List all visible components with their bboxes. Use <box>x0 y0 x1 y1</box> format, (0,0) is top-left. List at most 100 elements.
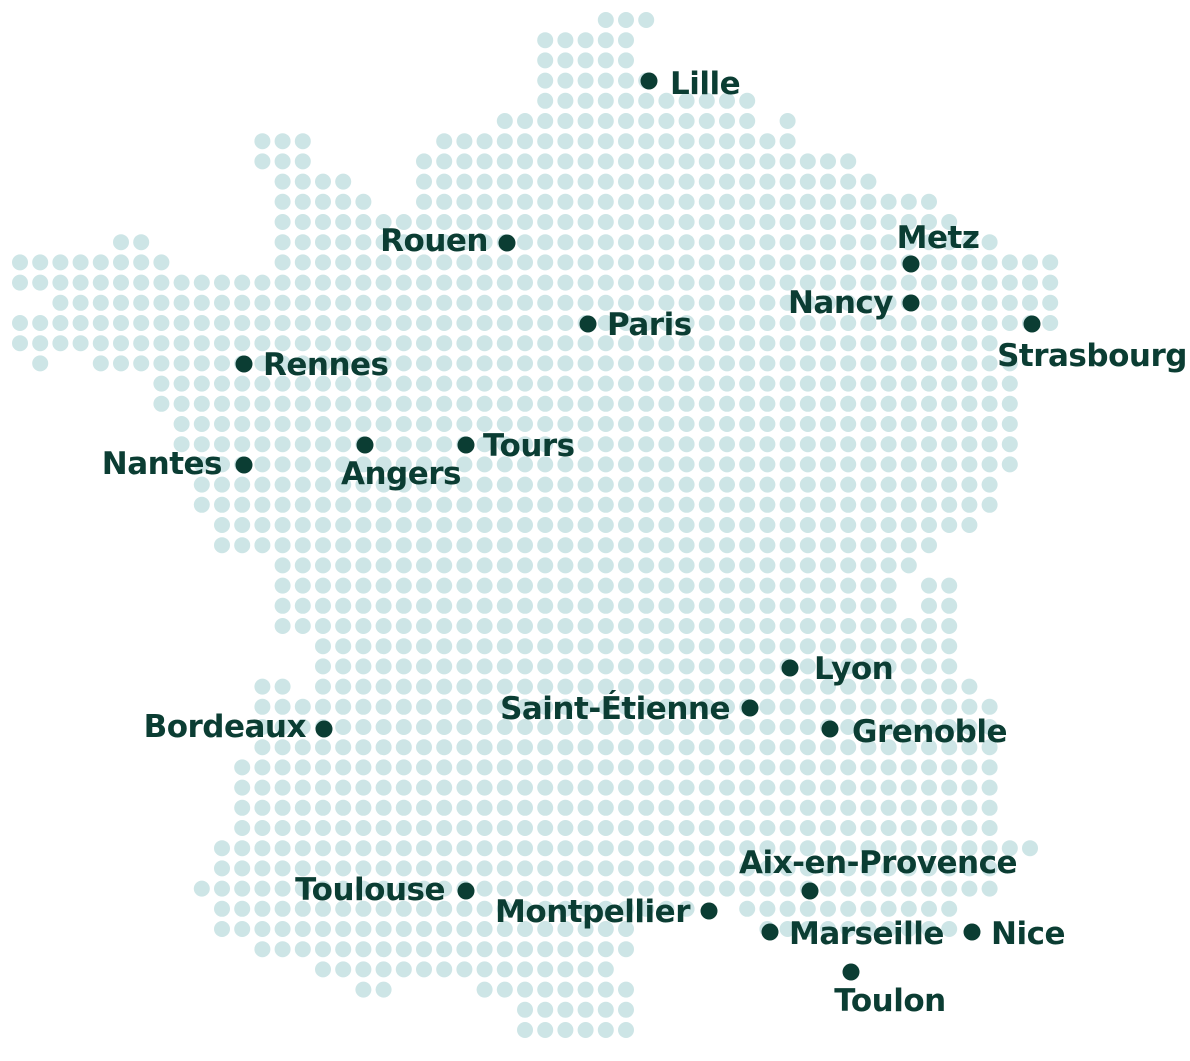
city-paris[interactable]: Paris <box>579 307 692 343</box>
map-dot <box>537 234 554 251</box>
map-dot <box>375 597 392 614</box>
map-dot <box>335 820 352 836</box>
map-dot <box>840 315 857 331</box>
map-dot <box>193 476 210 493</box>
map-dot <box>557 759 574 776</box>
map-dot <box>456 274 473 291</box>
map-dot <box>12 315 28 331</box>
map-dot <box>214 517 230 533</box>
map-dot <box>416 880 432 897</box>
city-label: Nantes <box>102 446 222 482</box>
map-dot <box>597 557 614 574</box>
map-dot <box>395 820 412 836</box>
city-tours[interactable]: Tours <box>457 428 575 464</box>
map-dot <box>961 395 978 412</box>
map-dot <box>820 799 836 816</box>
map-dot <box>557 779 574 796</box>
map-dot <box>618 395 634 412</box>
map-dot <box>577 52 594 69</box>
city-rennes[interactable]: Rennes <box>235 347 389 383</box>
map-dot <box>618 153 634 170</box>
map-dot <box>719 335 735 352</box>
map-dot <box>517 557 533 574</box>
map-dot <box>537 759 554 776</box>
map-dot <box>92 355 109 372</box>
map-dot <box>375 759 392 776</box>
map-dot <box>719 173 735 190</box>
city-angers[interactable]: Angers <box>341 436 462 493</box>
map-dot <box>315 335 331 352</box>
city-lille[interactable]: Lille <box>640 66 741 102</box>
map-dot <box>517 1022 533 1038</box>
city-rouen[interactable]: Rouen <box>380 223 516 259</box>
map-dot <box>658 113 675 129</box>
map-dot <box>739 860 756 877</box>
map-dot <box>597 476 614 493</box>
map-dot <box>375 274 392 291</box>
map-dot <box>315 779 331 796</box>
map-dot <box>214 335 230 352</box>
city-nancy[interactable]: Nancy <box>788 285 920 321</box>
city-montpellier[interactable]: Montpellier <box>495 894 718 930</box>
map-dot <box>840 678 857 695</box>
map-dot <box>193 315 210 331</box>
map-dot <box>577 476 594 493</box>
map-dot <box>335 254 352 271</box>
city-metz[interactable]: Metz <box>897 220 980 273</box>
map-dot <box>1022 294 1038 311</box>
map-dot <box>618 456 634 473</box>
city-grenoble[interactable]: Grenoble <box>821 714 1007 750</box>
map-dot <box>698 234 715 251</box>
map-dot <box>759 557 776 574</box>
map-dot <box>638 759 655 776</box>
city-bordeaux[interactable]: Bordeaux <box>144 709 333 745</box>
city-saint-etienne[interactable]: Saint-Étienne <box>500 691 759 727</box>
map-dot <box>880 254 897 271</box>
map-dot <box>395 456 412 473</box>
map-dot <box>577 638 594 655</box>
city-nantes[interactable]: Nantes <box>102 446 253 482</box>
map-dot <box>678 375 695 392</box>
map-dot <box>557 658 574 675</box>
city-lyon[interactable]: Lyon <box>781 651 894 687</box>
map-dot <box>476 638 493 655</box>
map-dot <box>294 840 311 857</box>
map-dot <box>476 395 493 412</box>
map-dot <box>820 274 836 291</box>
map-dot <box>820 173 836 190</box>
map-dot <box>395 921 412 937</box>
map-dot <box>799 173 816 190</box>
map-dot <box>436 416 453 432</box>
city-nice[interactable]: Nice <box>963 916 1065 952</box>
city-marseille[interactable]: Marseille <box>761 916 944 952</box>
map-dot <box>173 294 190 311</box>
map-dot <box>294 921 311 937</box>
map-dot <box>537 395 554 412</box>
map-dot <box>820 860 836 877</box>
map-dot <box>921 416 937 432</box>
city-toulouse[interactable]: Toulouse <box>295 872 475 908</box>
map-dot <box>456 294 473 311</box>
map-dot <box>799 799 816 816</box>
map-dot <box>476 274 493 291</box>
map-dot <box>981 315 998 331</box>
map-dot <box>880 799 897 816</box>
city-aix-en-provence[interactable]: Aix-en-Provence <box>739 845 1017 900</box>
map-dot <box>456 234 473 251</box>
city-strasbourg[interactable]: Strasbourg <box>997 315 1187 375</box>
map-dot <box>799 214 816 230</box>
map-dot <box>719 315 735 331</box>
map-dot <box>416 698 432 715</box>
city-toulon[interactable]: Toulon <box>834 963 946 1020</box>
map-dot <box>860 294 877 311</box>
map-dot <box>416 355 432 372</box>
map-dot <box>395 779 412 796</box>
map-dot <box>436 537 453 554</box>
map-dot <box>577 173 594 190</box>
map-dot <box>921 395 937 412</box>
map-dot <box>254 335 271 352</box>
map-dot <box>719 375 735 392</box>
map-dot <box>820 658 836 675</box>
map-dot <box>678 618 695 634</box>
map-dot <box>416 820 432 836</box>
